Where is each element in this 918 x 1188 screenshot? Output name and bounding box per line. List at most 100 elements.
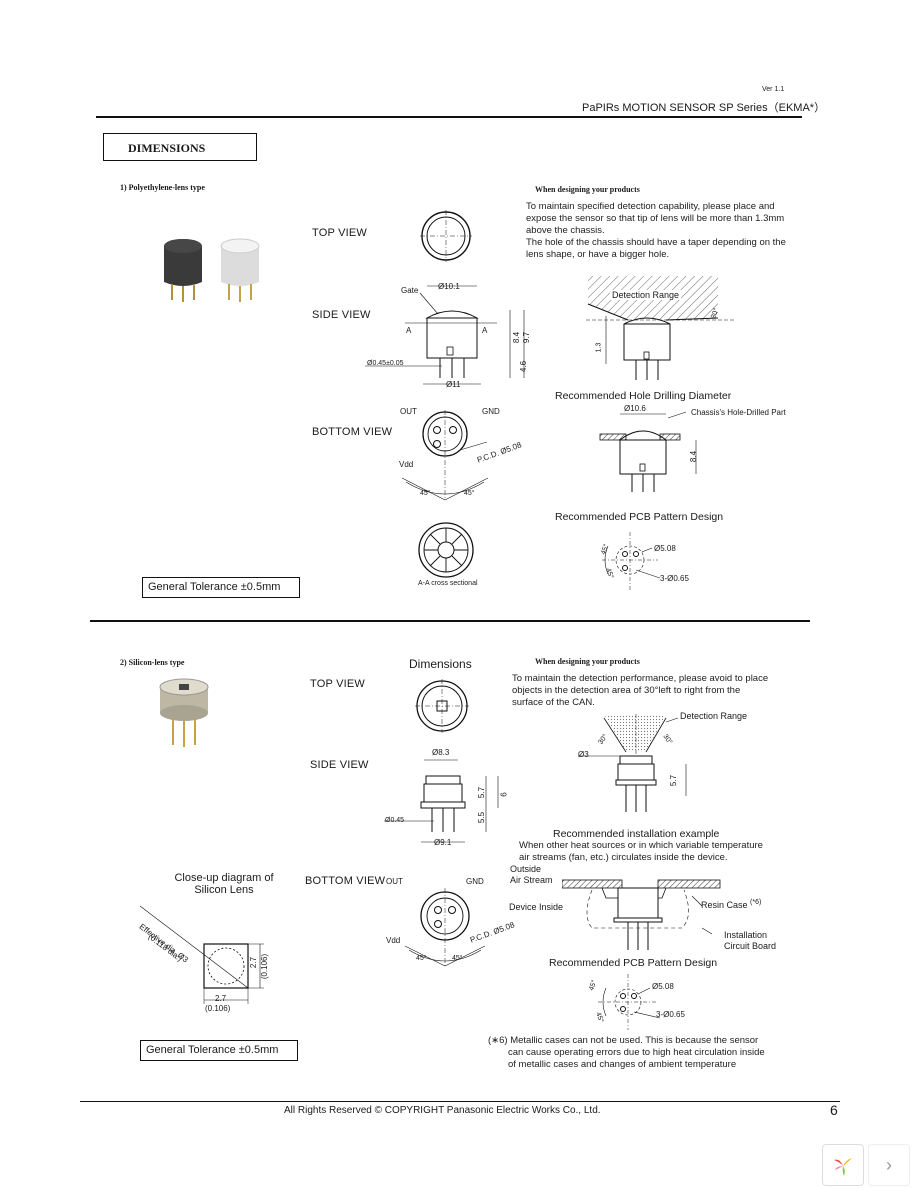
part2-phi9-1-label: Ø9.1 — [434, 838, 452, 847]
part1-hole-dim-8-4: 8.4 — [689, 450, 699, 463]
part2-angle-left: 45° — [416, 955, 427, 962]
part1-tolerance-text: General Tolerance ±0.5mm — [148, 581, 281, 593]
install-outside-air-line2: Air Stream — [510, 875, 553, 885]
part1-top-view-label: TOP VIEW — [312, 227, 367, 239]
part1-pcb-pcd-label: Ø5.08 — [654, 544, 676, 553]
viewer-logo-button[interactable] — [822, 1144, 864, 1186]
install-board-line2: Circuit Board — [724, 941, 777, 951]
install-device-inside: Device Inside — [509, 902, 564, 912]
part2-gnd-label: GND — [466, 877, 484, 886]
closeup-dim-2-7-vertical: 2.7 — [249, 956, 259, 969]
part1-design-line: lens shape, or have a bigger hole. — [526, 249, 670, 260]
part1-phi11-label: Ø11 — [446, 380, 461, 389]
metallic-case-note-line: (∗6) Metallic cases can not be used. Thi… — [488, 1035, 759, 1046]
part2-dim-5-7b: 5.7 — [669, 774, 679, 787]
part1-vdd-label: Vdd — [399, 460, 414, 469]
part2-dimensions-title: Dimensions — [409, 657, 472, 671]
part1-dim-4-6: 4.6 — [519, 360, 529, 373]
closeup-dim-0-106-horizontal: (0.106) — [205, 1004, 231, 1013]
part1-pcb-title: Recommended PCB Pattern Design — [555, 511, 724, 523]
part1-tolerance-box: General Tolerance ±0.5mm — [142, 577, 300, 598]
install-board-line1: Installation — [724, 930, 768, 940]
part2-tolerance-text: General Tolerance ±0.5mm — [146, 1044, 279, 1056]
part2-design-line: To maintain the detection performance, p… — [512, 673, 769, 684]
part2-bottom-view-label: BOTTOM VIEW — [305, 875, 386, 887]
part1-hole-part-label: Chassis's Hole-Drilled Part — [691, 408, 786, 417]
section-title-box: DIMENSIONS — [103, 133, 257, 161]
polyethylene-sensor-photo — [164, 238, 260, 302]
part2-detection-range-label: Detection Range — [680, 711, 748, 721]
part1-angle-right: 45° — [464, 490, 475, 497]
part1-heading: 1) Polyethylene-lens type — [120, 183, 205, 192]
part1-pcb-drawing — [602, 532, 661, 590]
metallic-case-note-line: can cause operating errors due to high h… — [508, 1047, 765, 1058]
part2-dim-6: 6 — [499, 792, 509, 797]
section-divider — [90, 620, 810, 622]
part2-design-heading: When designing your products — [535, 657, 640, 666]
part2-pcb-holes-label: 3-Ø0.65 — [656, 1010, 685, 1019]
part2-design-line: surface of the CAN. — [512, 697, 595, 708]
install-board: Installation Circuit Board — [724, 930, 776, 952]
part1-hole-title: Recommended Hole Drilling Diameter — [555, 390, 732, 402]
part2-phi3-label: Ø3 — [578, 750, 589, 759]
part1-side-view-label: SIDE VIEW — [312, 309, 371, 321]
part1-design-line: above the chassis. — [526, 225, 605, 236]
part2-pcb-pcd-label: Ø5.08 — [652, 982, 674, 991]
closeup-dim-2-7-horizontal: 2.7 — [215, 994, 227, 1003]
closeup-title-line1: Close-up diagram of — [174, 872, 274, 884]
part1-lead-dia-label: Ø0.45±0.05 — [367, 360, 404, 367]
install-outside-air: Outside Air Stream — [510, 864, 553, 886]
header-rule — [96, 116, 802, 118]
footer-rule — [80, 1101, 840, 1102]
closeup-lens-drawing — [140, 905, 264, 1004]
part2-bottom-view-drawing — [404, 888, 486, 967]
part1-gnd-label: GND — [482, 407, 500, 416]
part1-bottom-view-drawing — [401, 410, 489, 501]
part2-vdd-label: Vdd — [386, 936, 401, 945]
install-note-line1: When other heat sources or in which vari… — [519, 840, 763, 851]
part1-detection-range-label: Detection Range — [610, 290, 682, 300]
metallic-case-note: (∗6) Metallic cases can not be used. Thi… — [488, 1035, 765, 1071]
part1-a-right: A — [482, 326, 488, 335]
part1-gate-label: Gate — [401, 286, 419, 295]
install-resin-case-label: Resin Case — [701, 900, 748, 910]
part2-top-view-drawing — [415, 679, 469, 733]
viewer-logo-icon — [834, 1158, 852, 1176]
part2-heading: 2) Silicon-lens type — [120, 658, 185, 667]
closeup-title: Close-up diagram of Silicon Lens — [167, 872, 281, 896]
part2-detection-range-drawing — [578, 714, 687, 812]
part1-out-label: OUT — [400, 407, 417, 416]
part2-tolerance-box: General Tolerance ±0.5mm — [140, 1040, 298, 1061]
part2-dim-5-7: 5.7 — [477, 786, 487, 799]
closeup-title-line2: Silicon Lens — [194, 884, 254, 896]
part1-design-line: To maintain specified detection capabili… — [526, 201, 775, 212]
part2-top-view-label: TOP VIEW — [310, 678, 365, 690]
part2-design-line: objects in the detection area of 30°left… — [512, 685, 741, 696]
part1-design-heading: When designing your products — [535, 185, 640, 194]
part1-a-left: A — [406, 326, 412, 335]
part2-dim-5-5: 5.5 — [477, 811, 487, 824]
part2-pcb-drawing — [598, 974, 661, 1030]
part1-design-notes: To maintain specified detection capabili… — [526, 201, 786, 261]
install-note: When other heat sources or in which vari… — [519, 840, 763, 864]
part1-bottom-view-label: BOTTOM VIEW — [312, 426, 393, 438]
part2-out-label: OUT — [386, 877, 403, 886]
footer-copyright: All Rights Reserved © COPYRIGHT Panasoni… — [284, 1105, 601, 1116]
part2-lead-dia-label: Ø0.45 — [385, 817, 405, 824]
part2-phi8-3-label: Ø8.3 — [432, 748, 450, 757]
closeup-dim-0-106-vertical: (0.106) — [260, 953, 270, 980]
part2-design-notes: To maintain the detection performance, p… — [512, 673, 768, 709]
part1-pcb-holes-label: 3-Ø0.65 — [660, 574, 689, 583]
part2-angle-right: 45° — [452, 955, 463, 962]
part2-pcb-title: Recommended PCB Pattern Design — [549, 957, 718, 969]
next-page-button[interactable]: › — [868, 1144, 910, 1186]
install-resin-case-note: (*6) — [750, 899, 762, 906]
part1-dim-1-3-label: 1.3 — [595, 342, 603, 353]
install-note-line2: air streams (fan, etc.) circulates insid… — [519, 852, 728, 863]
part1-cross-section-drawing — [418, 522, 474, 578]
part1-top-view-drawing — [420, 210, 472, 262]
part1-side-view-drawing — [365, 285, 525, 385]
install-resin-case: Resin Case (*6) — [701, 899, 761, 910]
install-example-drawing — [562, 879, 721, 950]
version-label: Ver 1.1 — [762, 86, 785, 93]
